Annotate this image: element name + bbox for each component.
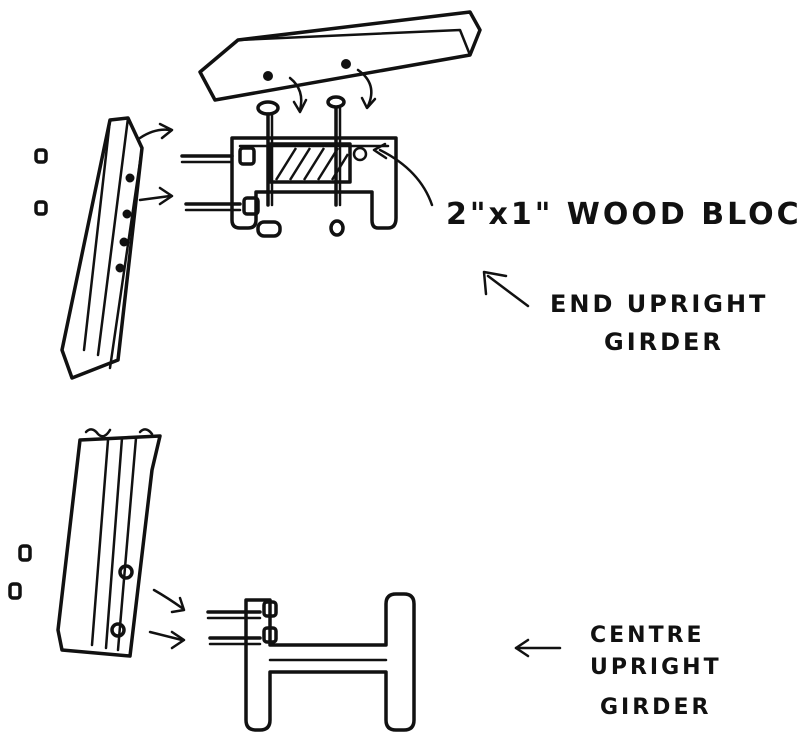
assembly-arrow: [152, 588, 184, 610]
end-upright-girder: [60, 116, 174, 380]
small-part: [8, 582, 22, 600]
centre-girder-pointer: [514, 638, 562, 658]
end-girder-label-line1: END UPRIGHT: [550, 290, 768, 318]
centre-girder-label-line2: UPRIGHT: [590, 655, 722, 680]
wood-block: [268, 142, 352, 184]
beam-bolt-hole: [341, 59, 351, 69]
assembly-arrow: [138, 194, 172, 202]
down-arrow: [356, 68, 373, 108]
down-arrow: [288, 76, 303, 112]
end-girder-section: [180, 136, 398, 238]
centre-upright-girder: [56, 428, 186, 658]
end-girder-pointer: [482, 270, 530, 308]
vertical-bolts: [256, 95, 346, 207]
assembly-arrow: [138, 128, 172, 140]
beam-bolt-hole: [263, 71, 273, 81]
small-part: [34, 148, 48, 164]
nut: [329, 219, 345, 237]
end-girder-label-line2: GIRDER: [604, 328, 724, 356]
small-part: [18, 544, 32, 562]
assembly-arrow: [148, 630, 184, 642]
centre-girder-label-line3: GIRDER: [600, 695, 711, 720]
overhead-beam: [198, 10, 482, 114]
h-section: [206, 592, 416, 732]
nut: [256, 220, 282, 238]
small-part: [34, 200, 48, 216]
wood-block-label: 2"x1" WOOD BLOCK: [446, 197, 800, 232]
wood-block-pointer: [378, 148, 434, 207]
centre-girder-label-line1: CENTRE: [590, 623, 705, 648]
